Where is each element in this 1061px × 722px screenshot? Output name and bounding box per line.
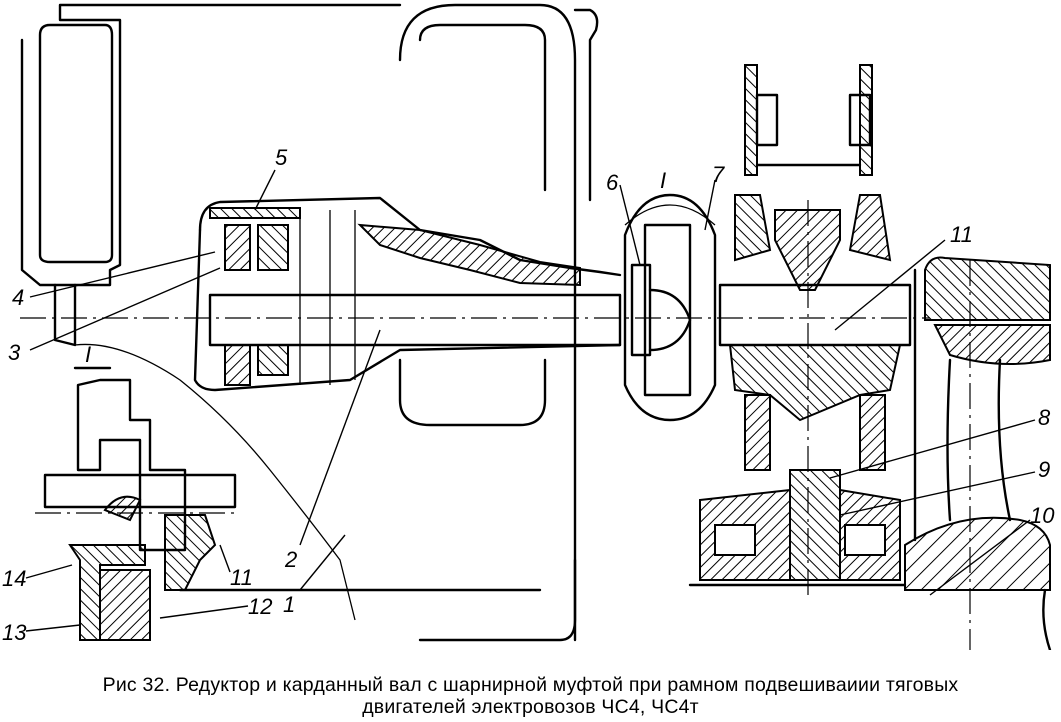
detail-marker-I: I [660, 168, 666, 193]
callout-7: 7 [712, 162, 725, 187]
figure-caption: Рис 32. Редуктор и карданный вал с шарни… [0, 674, 1061, 718]
callout-13: 13 [2, 620, 27, 645]
detail-title-I: I [85, 342, 91, 367]
callouts: 5 4 3 I 6 I 7 11 2 1 8 9 10 14 11 12 13 [2, 145, 1055, 645]
technical-drawing: 5 4 3 I 6 I 7 11 2 1 8 9 10 14 11 12 13 [2, 3, 1055, 650]
callout-8: 8 [1038, 405, 1051, 430]
callout-3: 3 [8, 340, 21, 365]
detail-view-I [35, 378, 240, 641]
leader-lines [25, 169, 1036, 632]
detail-marker-arc [624, 204, 716, 226]
callout-1: 1 [283, 592, 295, 617]
callout-4: 4 [12, 285, 24, 310]
wheel-axle [904, 256, 1052, 650]
callout-14: 14 [2, 566, 26, 591]
callout-11-detail: 11 [230, 565, 253, 590]
cardan-shaft [193, 196, 622, 392]
callout-2: 2 [284, 547, 297, 572]
callout-12: 12 [248, 594, 272, 619]
motor-frame [20, 3, 402, 621]
hinged-coupling [623, 193, 717, 422]
callout-6: 6 [606, 170, 619, 195]
caption-line-2: двигателей электровозов ЧС4, ЧС4т [362, 696, 699, 718]
caption-line-1: Рис 32. Редуктор и карданный вал с шарни… [102, 674, 959, 696]
callout-10: 10 [1030, 503, 1055, 528]
callout-9: 9 [1038, 457, 1050, 482]
callout-11: 11 [950, 222, 973, 247]
callout-5: 5 [275, 145, 288, 170]
motor-housing [178, 3, 599, 642]
gearbox [20, 64, 930, 600]
